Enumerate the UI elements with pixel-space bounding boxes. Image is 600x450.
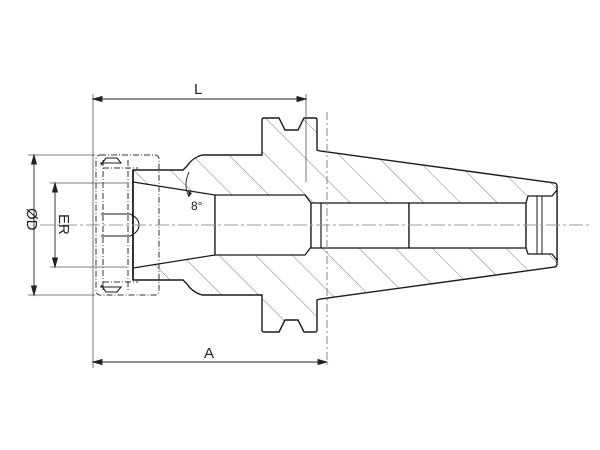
label-taper-angle: 8° — [191, 199, 203, 213]
dimension-lines — [30, 95, 329, 366]
angle-arc — [185, 171, 190, 198]
collet-nut — [95, 154, 160, 296]
label-ER: ER — [55, 214, 72, 235]
label-A: A — [204, 345, 214, 362]
extension-lines — [28, 94, 307, 368]
label-diameter-D: ØD — [23, 208, 40, 231]
label-L: L — [194, 81, 202, 98]
